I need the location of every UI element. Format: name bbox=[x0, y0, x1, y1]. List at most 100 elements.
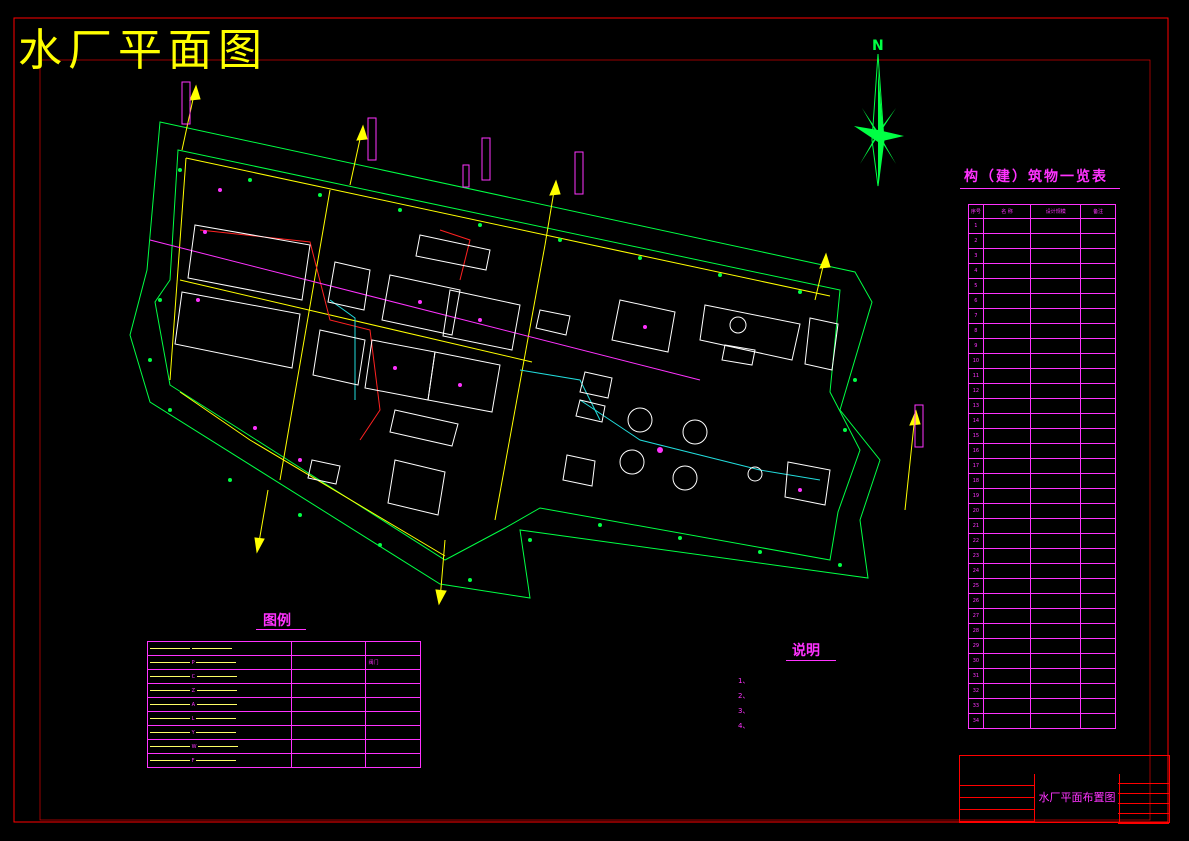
notes-underline bbox=[786, 660, 836, 661]
building-table-cell bbox=[1030, 278, 1082, 294]
building-table-title: 构（建）筑物一览表 bbox=[964, 169, 1108, 185]
legend-cell bbox=[291, 641, 367, 656]
building-table-cell bbox=[1030, 458, 1082, 474]
building-table-cell: 17 bbox=[968, 458, 984, 474]
building-table-row: 27 bbox=[968, 608, 1116, 624]
outer-frame bbox=[13, 17, 1169, 823]
legend-cell bbox=[291, 683, 367, 698]
note-item: 4、 bbox=[738, 722, 750, 730]
building-table-cell bbox=[1080, 398, 1116, 414]
legend-cell bbox=[291, 711, 367, 726]
building-table-cell bbox=[1080, 293, 1116, 309]
legend-row: W bbox=[146, 739, 421, 754]
legend-cell bbox=[365, 711, 421, 726]
building-table-cell: 10 bbox=[968, 353, 984, 369]
notes-list: 1、2、3、4、 bbox=[738, 676, 948, 736]
building-table-cell bbox=[982, 713, 1032, 729]
building-table-cell bbox=[982, 248, 1032, 264]
legend-row: Z bbox=[146, 683, 421, 698]
building-table-cell bbox=[1080, 608, 1116, 624]
legend-cell bbox=[291, 655, 367, 670]
legend-row bbox=[146, 641, 421, 656]
building-table-cell bbox=[1030, 473, 1082, 489]
building-table-cell bbox=[982, 293, 1032, 309]
north-label: N bbox=[872, 38, 884, 54]
building-table-cell bbox=[982, 668, 1032, 684]
building-table-cell bbox=[1080, 308, 1116, 324]
building-table-cell bbox=[1030, 383, 1082, 399]
building-table-cell bbox=[1080, 578, 1116, 594]
process-buildings bbox=[174, 224, 839, 516]
tree-symbols bbox=[148, 168, 857, 582]
legend-cell bbox=[291, 725, 367, 740]
notes-title: 说明 bbox=[792, 643, 820, 659]
building-table-cell bbox=[1030, 248, 1082, 264]
site-boundary bbox=[129, 121, 881, 599]
building-table-cell bbox=[1030, 488, 1082, 504]
legend-cell bbox=[291, 669, 367, 684]
legend-row: L bbox=[146, 711, 421, 726]
building-table-cell: 25 bbox=[968, 578, 984, 594]
building-table-cell bbox=[982, 683, 1032, 699]
building-table-cell bbox=[982, 578, 1032, 594]
building-table-row: 13 bbox=[968, 398, 1116, 414]
building-table-cell bbox=[1080, 698, 1116, 714]
legend-cell: P bbox=[146, 655, 293, 670]
legend-row: P 阀门 bbox=[146, 655, 421, 670]
legend-code: F bbox=[191, 757, 195, 764]
plant-roads bbox=[169, 157, 831, 557]
building-table-cell bbox=[1080, 713, 1116, 729]
building-table-cell bbox=[982, 623, 1032, 639]
building-table-cell bbox=[1030, 698, 1082, 714]
building-table-row: 8 bbox=[968, 323, 1116, 339]
building-table-cell: 33 bbox=[968, 698, 984, 714]
building-table-cell bbox=[1080, 263, 1116, 279]
building-table-cell bbox=[1030, 428, 1082, 444]
legend-cell bbox=[365, 697, 421, 712]
building-table-header: 序号 名 称 设计规模 备注 bbox=[968, 204, 1116, 219]
building-table-cell bbox=[1030, 593, 1082, 609]
building-table-cell: 7 bbox=[968, 308, 984, 324]
building-table-cell: 2 bbox=[968, 233, 984, 249]
pipelines bbox=[149, 229, 821, 481]
building-table-row: 11 bbox=[968, 368, 1116, 384]
building-table-row: 28 bbox=[968, 623, 1116, 639]
building-table-cell bbox=[1030, 623, 1082, 639]
note-item: 3、 bbox=[738, 707, 750, 715]
building-table-cell: 18 bbox=[968, 473, 984, 489]
building-table-cell bbox=[1030, 503, 1082, 519]
building-table-row: 10 bbox=[968, 353, 1116, 369]
building-table-cell bbox=[1030, 308, 1082, 324]
legend-cell: L bbox=[146, 711, 293, 726]
legend-code: L bbox=[191, 715, 195, 722]
building-table-cell bbox=[1030, 443, 1082, 459]
legend-cell bbox=[365, 753, 421, 768]
building-table-cell: 12 bbox=[968, 383, 984, 399]
building-table-cell bbox=[1080, 668, 1116, 684]
building-table-cell bbox=[1030, 368, 1082, 384]
building-table-row: 17 bbox=[968, 458, 1116, 474]
legend-cell bbox=[365, 641, 421, 656]
building-table-cell bbox=[1030, 533, 1082, 549]
building-table-underline bbox=[960, 188, 1120, 189]
title-block-left-row bbox=[960, 810, 1034, 822]
legend-cell: F bbox=[146, 753, 293, 768]
building-table-cell bbox=[1030, 323, 1082, 339]
building-table-cell bbox=[982, 413, 1032, 429]
building-table-cell bbox=[982, 218, 1032, 234]
legend-row: A bbox=[146, 697, 421, 712]
building-table-cell bbox=[1080, 338, 1116, 354]
building-table-cell bbox=[982, 383, 1032, 399]
legend-row: Y bbox=[146, 725, 421, 740]
building-table-cell bbox=[1080, 593, 1116, 609]
legend-code: A bbox=[191, 701, 196, 708]
legend-cell: 阀门 bbox=[365, 655, 421, 670]
building-table-cell: 30 bbox=[968, 653, 984, 669]
inner-frame bbox=[39, 59, 1151, 821]
legend-cell: C bbox=[146, 669, 293, 684]
building-table-row: 21 bbox=[968, 518, 1116, 534]
legend-cell: Z bbox=[146, 683, 293, 698]
building-table-cell: 24 bbox=[968, 563, 984, 579]
building-table-cell bbox=[1030, 293, 1082, 309]
